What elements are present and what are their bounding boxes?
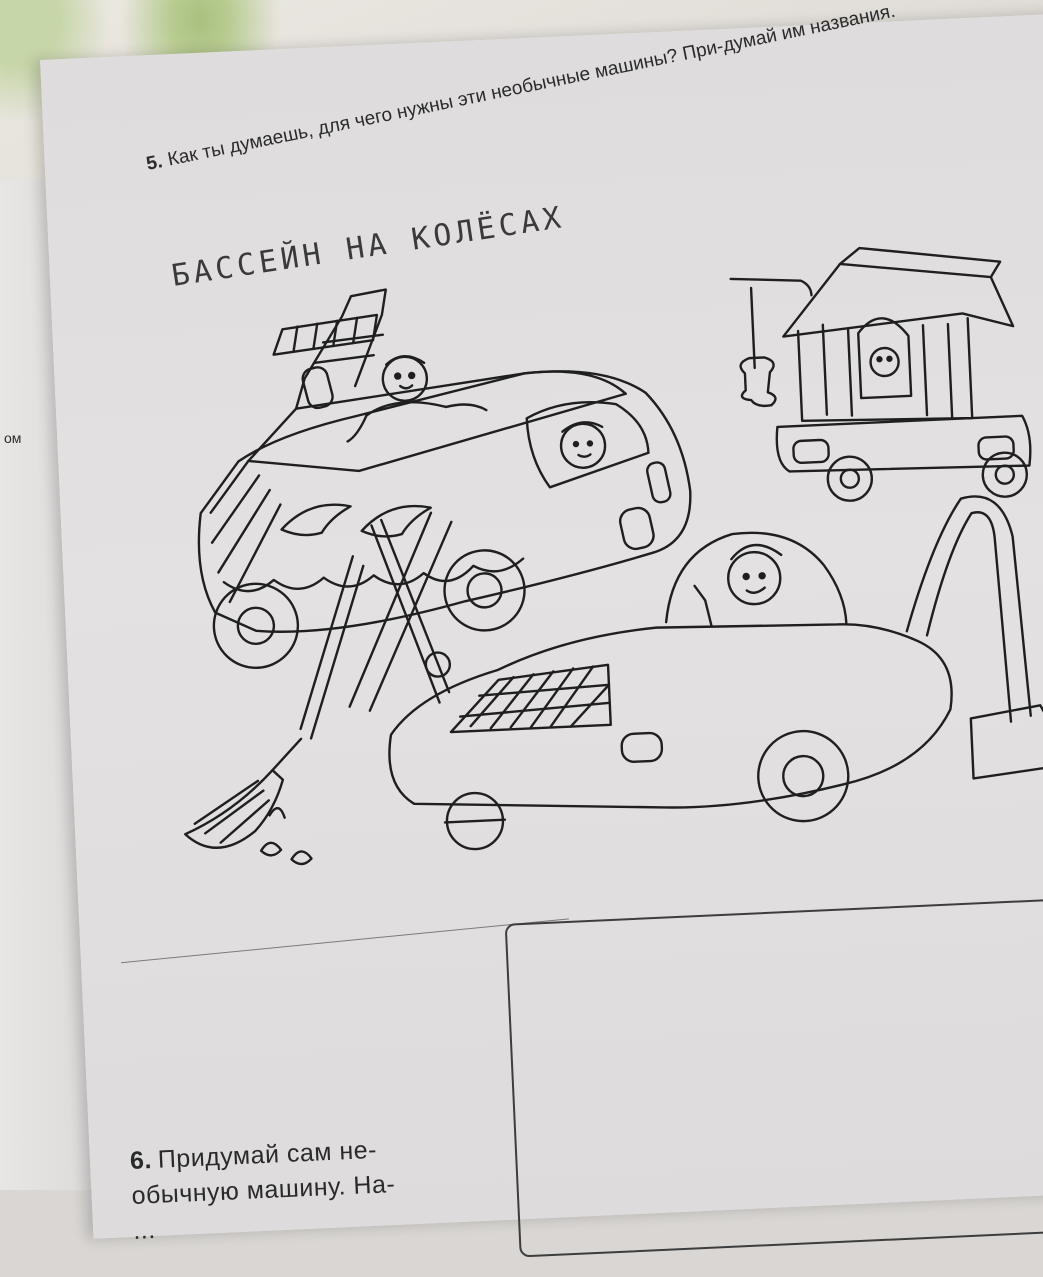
left-page-fragment: ом — [4, 430, 22, 446]
drawing-answer-box — [504, 894, 1043, 1258]
coloring-illustration — [184, 246, 1043, 866]
answer-line — [121, 918, 569, 964]
pool-car-icon — [197, 288, 692, 669]
doghouse-car-icon — [729, 246, 1032, 502]
task-6-line-1-text: Придумай сам не- — [157, 1135, 378, 1174]
task-6: 6.Придумай сам не- обычную машину. На- .… — [129, 1128, 493, 1249]
vacuum-sweeper-car-icon — [184, 495, 1043, 866]
task-6-number: 6. — [129, 1146, 153, 1176]
task-5-number: 5. — [144, 151, 165, 175]
workbook-page: 5.Как ты думаешь, для чего нужны эти нео… — [40, 1, 1043, 1258]
